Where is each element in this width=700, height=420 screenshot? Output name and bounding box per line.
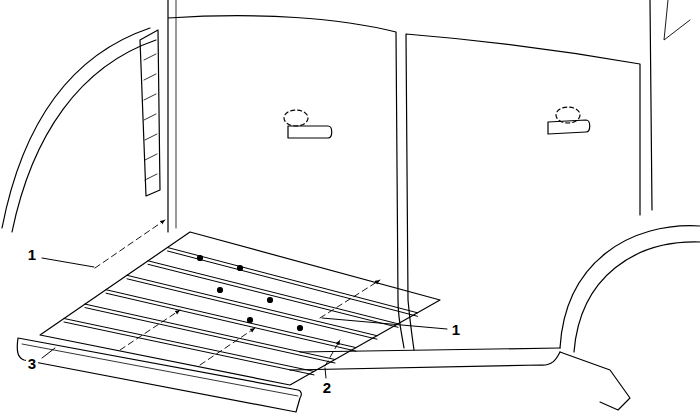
rocker-end — [560, 352, 630, 410]
rear-door — [406, 34, 640, 350]
door-gap — [176, 0, 177, 228]
front-wheel-arch — [2, 28, 150, 228]
cover-edge — [22, 344, 298, 396]
front-door-handle — [288, 126, 332, 138]
vent-slats — [144, 54, 157, 180]
callout-number: 1 — [26, 247, 38, 263]
callout-number: 3 — [26, 356, 38, 372]
callout-number: 1 — [450, 322, 462, 338]
fender-vent — [140, 30, 160, 196]
rear-door-handle — [548, 120, 590, 134]
rear-pillar — [650, 0, 652, 210]
window-corner — [664, 0, 690, 40]
bolts — [198, 256, 303, 331]
rear-wheel-arch-inner — [574, 242, 700, 352]
callout-number: 2 — [321, 380, 333, 396]
step-cover — [17, 338, 301, 412]
handle-pocket — [284, 110, 308, 126]
leader-lines — [42, 258, 447, 378]
rear-wheel-arch — [560, 226, 700, 348]
front-wheel-arch-inner — [12, 40, 156, 232]
fastener-paths — [95, 220, 380, 366]
handle-pocket — [556, 107, 580, 123]
